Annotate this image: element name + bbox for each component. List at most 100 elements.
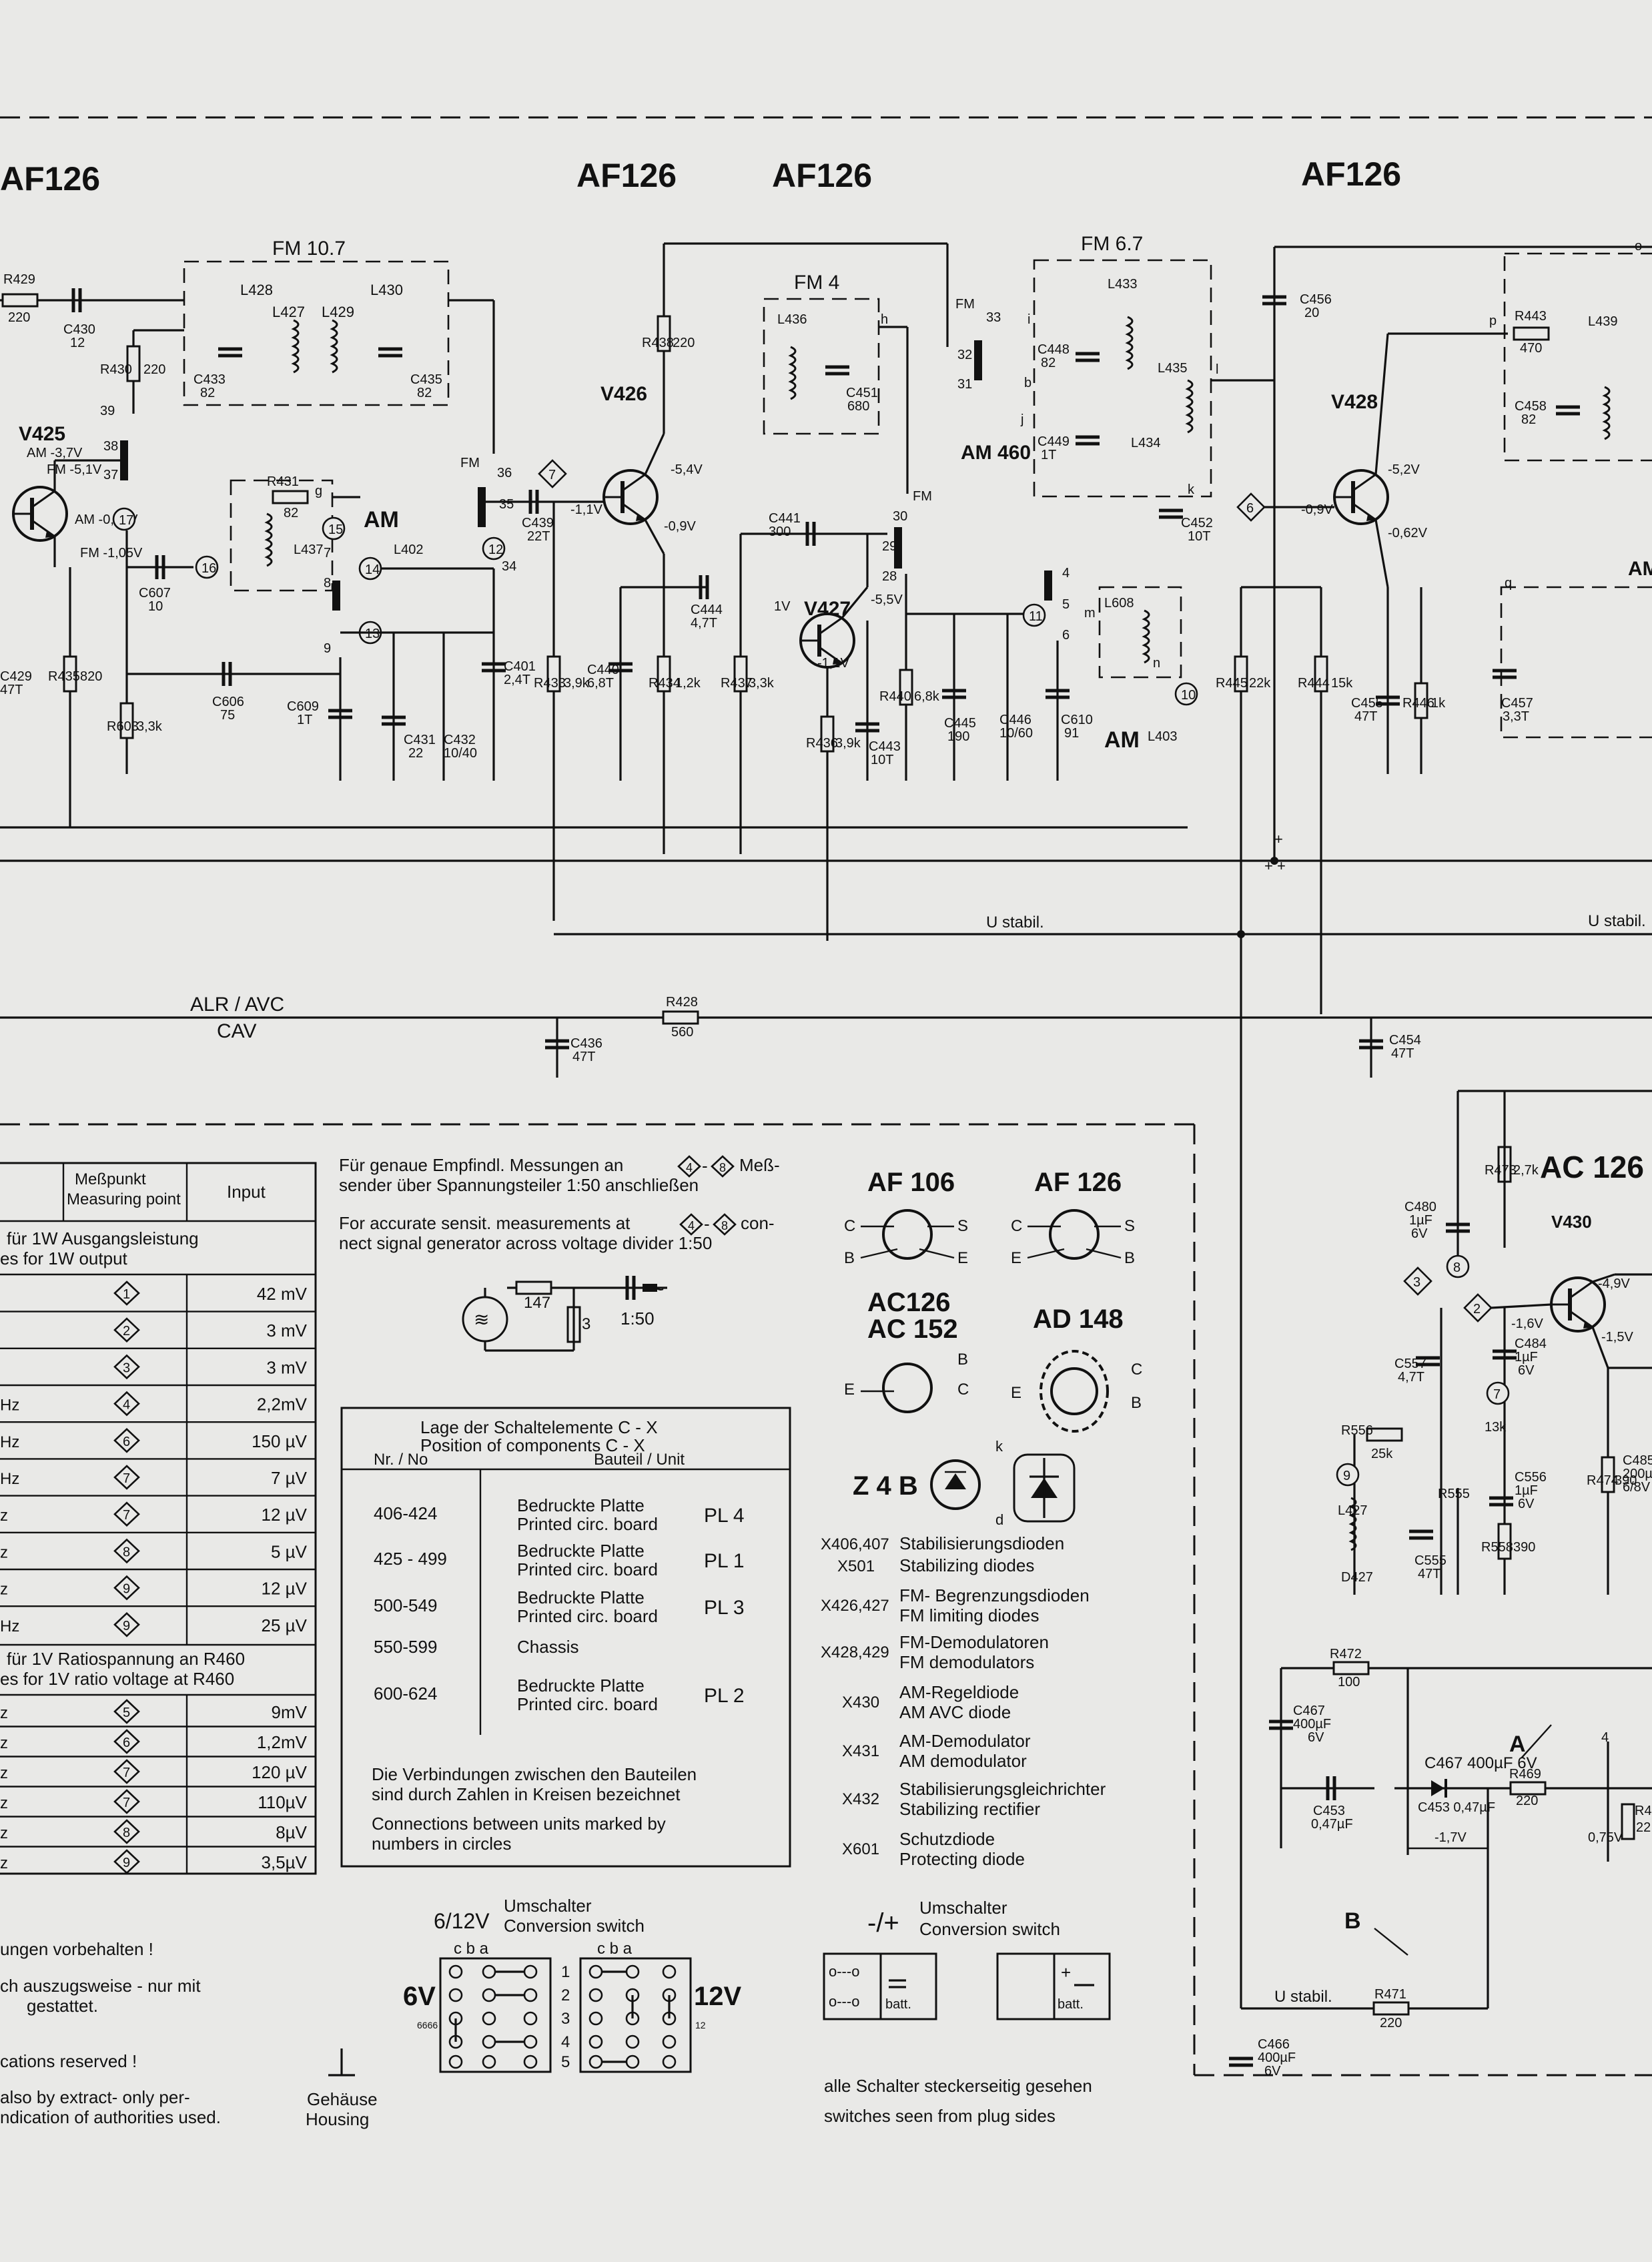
- svg-text:C607: C607: [139, 586, 171, 601]
- pos-title1: Lage der Schaltelemente C - X: [420, 1417, 658, 1437]
- switch-contact: [588, 1964, 603, 1979]
- switch-contact: [448, 1988, 463, 2002]
- meas1-row-point: 9: [113, 1612, 140, 1637]
- svg-text:d: d: [995, 1511, 1003, 1528]
- svg-text:9: 9: [324, 641, 331, 656]
- svg-text:g: g: [315, 484, 322, 498]
- label-ac126: AC 126: [1540, 1150, 1644, 1184]
- switch-note-de: alle Schalter steckerseitig gesehen: [824, 2076, 1092, 2096]
- svg-text:4: 4: [688, 1219, 695, 1232]
- svg-text:C606: C606: [212, 695, 244, 709]
- meas1-row-point-label: 2: [123, 1324, 130, 1339]
- switch-contact: [523, 2034, 538, 2049]
- svg-text:B: B: [1131, 1394, 1142, 1412]
- svg-text:C557: C557: [1394, 1357, 1426, 1371]
- switch-row-number: 5: [561, 2053, 570, 2071]
- svg-text:82: 82: [1041, 356, 1056, 370]
- meas2-row-freq: z: [0, 1824, 8, 1842]
- svg-text:j: j: [1020, 412, 1023, 427]
- conv-cols: c b a: [454, 1940, 489, 1958]
- svg-text:2,7k: 2,7k: [1513, 1163, 1539, 1178]
- meas1-row-input: 150 µV: [252, 1431, 308, 1451]
- svg-text:0,47µF: 0,47µF: [1311, 1817, 1353, 1832]
- pos-row-nr: 425 - 499: [374, 1549, 447, 1569]
- meas1-row-point: 3: [113, 1354, 140, 1380]
- svg-text:o---o: o---o: [829, 1963, 859, 1980]
- meas2-row-input: 110µV: [258, 1792, 307, 1812]
- switch-note: alle Schalter steckerseitig gesehen swit…: [824, 2076, 1092, 2126]
- svg-text:10T: 10T: [871, 753, 893, 767]
- meas2-row-point: 8: [113, 1819, 140, 1844]
- transistor-headers: AF126 AF126 AF126 AF126: [0, 155, 1401, 198]
- meas2-row-freq: z: [0, 1704, 8, 1722]
- pol-batt-1: batt.: [885, 1997, 911, 2012]
- svg-text:6V: 6V: [1264, 2064, 1281, 2079]
- svg-text:C457: C457: [1501, 696, 1533, 711]
- svg-text:R558: R558: [1481, 1540, 1513, 1555]
- pos-row-de: Bedruckte Platte: [517, 1541, 645, 1561]
- meas1-row-input: 12 µV: [262, 1505, 308, 1525]
- svg-text:12: 12: [70, 336, 85, 350]
- svg-text:L427: L427: [1338, 1503, 1368, 1518]
- svg-text:C436: C436: [570, 1036, 602, 1051]
- pinout-ad148: AD 148: [1033, 1304, 1124, 1334]
- footer-4: cations reserved !: [0, 2051, 137, 2071]
- meas1-row-input: 12 µV: [262, 1579, 308, 1599]
- sens-en-dash: -: [704, 1214, 710, 1234]
- meas2-row-freq: z: [0, 1794, 8, 1812]
- svg-text:400µF: 400µF: [1293, 1717, 1331, 1732]
- svg-text:R431: R431: [267, 474, 299, 489]
- sens-de-2: Meß-: [739, 1155, 780, 1175]
- svg-text:E: E: [957, 1249, 968, 1267]
- svg-text:10/40: 10/40: [444, 746, 477, 761]
- svg-text:R446: R446: [1402, 696, 1434, 711]
- pol-sign: -/+: [867, 1908, 899, 1938]
- svg-text:R477: R477: [1635, 1804, 1652, 1818]
- svg-text:R445: R445: [1216, 676, 1248, 691]
- svg-text:190: 190: [947, 729, 969, 744]
- svg-text:R473: R473: [1485, 1163, 1517, 1178]
- svg-text:13: 13: [365, 627, 380, 641]
- meas1-row-point: 2: [113, 1317, 140, 1343]
- v-fm-5-1: FM -5,1V: [47, 462, 102, 477]
- pos-row-de: Bedruckte Platte: [517, 1587, 645, 1607]
- v430-stage: R473 2,7k AC 126 V430 C480 1µF 6V 8 3 2 …: [1229, 1090, 1652, 2079]
- diode-en: Stabilizing rectifier: [899, 1799, 1040, 1819]
- svg-text:L436: L436: [777, 312, 807, 327]
- v-neg-5-4: -5,4V: [671, 462, 703, 477]
- svg-text:16: 16: [201, 561, 216, 576]
- v-0-75: 0,75V: [1588, 1830, 1623, 1845]
- fm-6-7-filter: FM 6.7 FM 33 32 31 i b j L433 C448 82 C4…: [955, 233, 1332, 861]
- svg-text:4,7T: 4,7T: [691, 616, 717, 631]
- switch-contact: [662, 2034, 677, 2049]
- fm-4-filter: FM 4 L436 C451 680 h: [664, 242, 949, 494]
- pos-col1: Nr. / No: [374, 1451, 428, 1469]
- pol-en: Conversion switch: [919, 1919, 1060, 1939]
- svg-text:4: 4: [1601, 1730, 1609, 1745]
- v428-stage: 6 V428 -5,2V -0,9V -0,62V p R443 470 L43…: [1216, 239, 1652, 1014]
- housing-de: Gehäuse: [307, 2089, 378, 2109]
- switch-contact: [523, 1988, 538, 2002]
- svg-text:R435: R435: [48, 669, 80, 684]
- svg-text:C435: C435: [410, 372, 442, 387]
- pos-title2: Position of components C - X: [420, 1435, 645, 1455]
- svg-text:S: S: [1124, 1217, 1135, 1235]
- svg-text:4: 4: [1062, 566, 1070, 581]
- meas2-row-point-label: 7: [123, 1766, 130, 1780]
- pos-row-en: Printed circ. board: [517, 1559, 658, 1579]
- label-v428: V428: [1331, 391, 1378, 413]
- svg-text:C431: C431: [404, 733, 436, 747]
- rail-u-stabil-right: U stabil.: [1588, 912, 1646, 930]
- svg-text:100: 100: [1338, 1675, 1360, 1689]
- svg-text:220: 220: [1380, 2016, 1402, 2030]
- svg-text:C: C: [1011, 1217, 1022, 1235]
- svg-text:B: B: [957, 1351, 968, 1369]
- switch-contact: [523, 1964, 538, 1979]
- sens-ratio: 1:50: [621, 1308, 655, 1329]
- meas1-row-input: 42 mV: [257, 1284, 308, 1304]
- svg-text:7: 7: [1493, 1387, 1501, 1402]
- svg-text:15k: 15k: [1331, 676, 1353, 691]
- footer-3: gestattet.: [27, 1996, 98, 2016]
- svg-text:n: n: [1153, 656, 1160, 671]
